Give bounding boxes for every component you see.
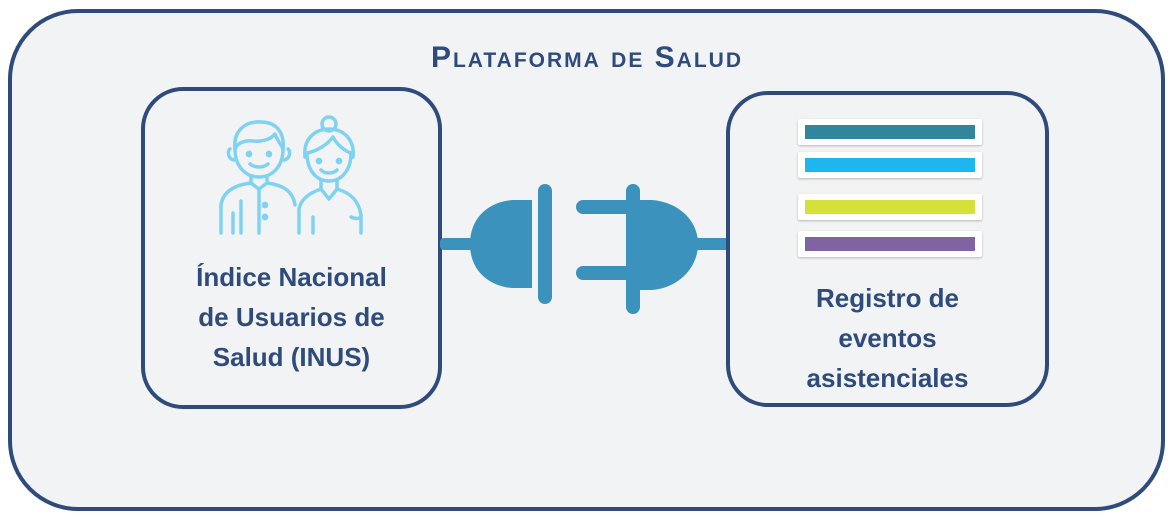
inus-label: Índice Nacional de Usuarios de Salud (IN… xyxy=(196,262,387,372)
layer-bar-3 xyxy=(798,194,982,220)
platform-title: Plataforma de Salud xyxy=(430,41,744,74)
eventos-label: Registro de eventos asistenciales xyxy=(806,283,969,393)
layer-bar-2 xyxy=(798,152,982,178)
inus-box: Índice Nacional de Usuarios de Salud (IN… xyxy=(141,87,442,409)
layer-bar-1 xyxy=(798,119,982,145)
layer-bar-4 xyxy=(798,231,982,257)
plug-socket-icon xyxy=(440,184,740,314)
eventos-box: Registro de eventos asistenciales xyxy=(726,91,1049,407)
users-couple-icon xyxy=(219,115,363,235)
